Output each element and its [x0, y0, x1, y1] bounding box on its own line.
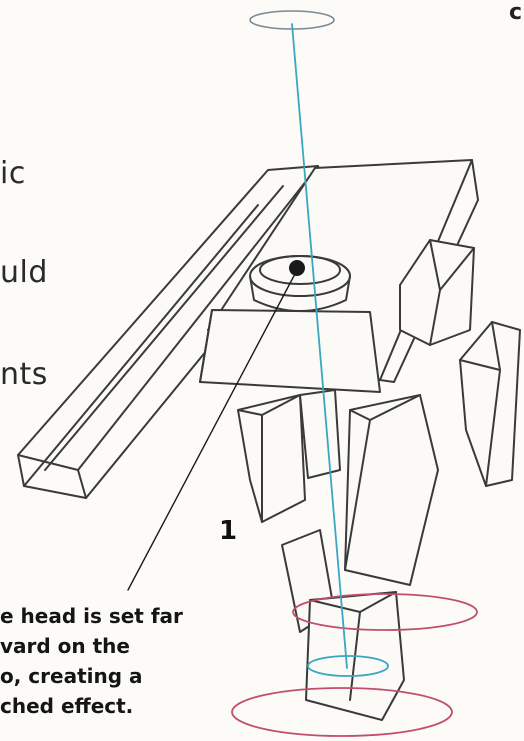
hip-connector: [300, 390, 340, 478]
caption: e head is set far vard on the o, creatin…: [0, 601, 230, 721]
caption-line-2: vard on the: [0, 631, 230, 661]
caption-line-1: e head is set far: [0, 601, 230, 631]
back-leg-upper: [238, 395, 305, 522]
caption-line-3: o, creating a: [0, 661, 230, 691]
head-dot: [289, 260, 305, 276]
caption-line-4: ched effect.: [0, 691, 230, 721]
right-forearm: [460, 322, 520, 486]
front-leg-upper: [345, 395, 438, 585]
torso-block: [200, 310, 380, 392]
step-number: 1: [219, 516, 237, 546]
